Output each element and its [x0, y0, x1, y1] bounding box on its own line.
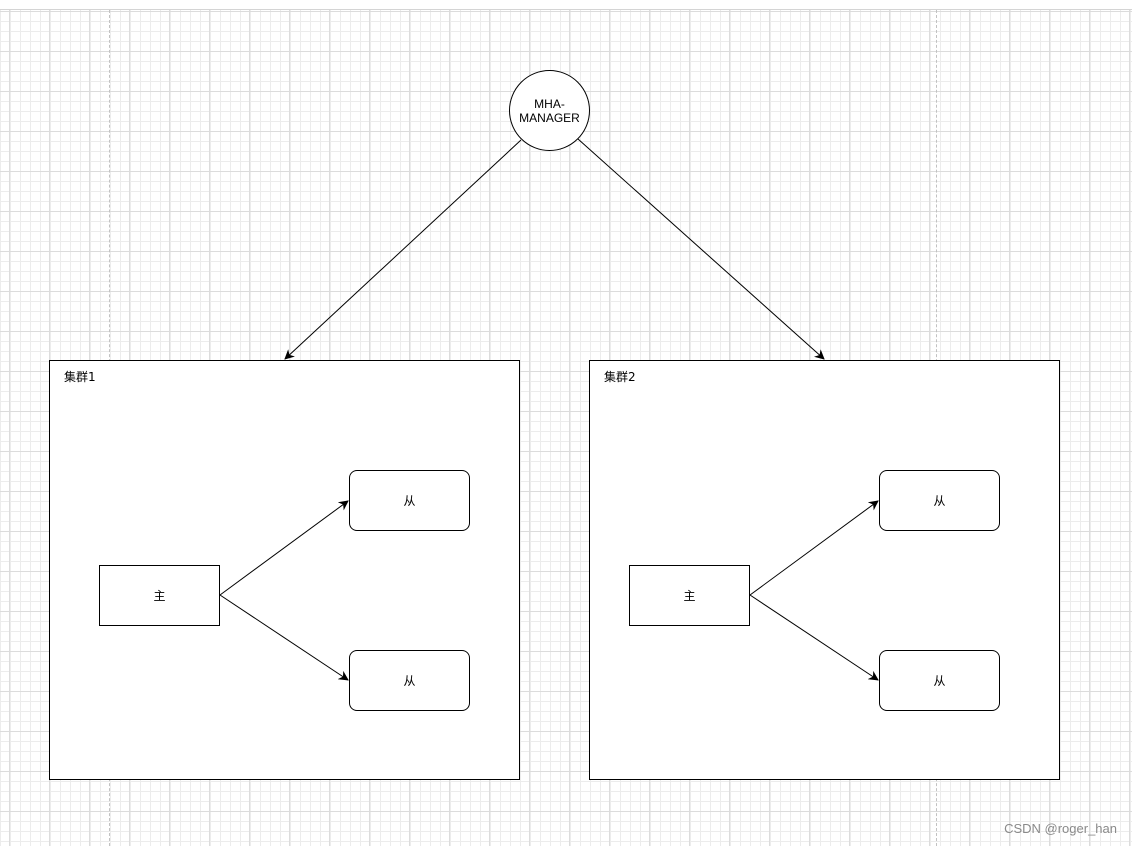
master-to-slave-arrow[interactable]	[749, 500, 879, 596]
watermark-text: CSDN @roger_han	[1004, 821, 1117, 836]
node-label: 从	[403, 674, 416, 688]
manager-label-line2: MANAGER	[519, 110, 580, 125]
master-to-slave-arrow[interactable]	[219, 594, 349, 681]
cluster-title: 集群2	[604, 370, 636, 384]
master-node[interactable]: 主	[99, 565, 220, 626]
node-label: 主	[153, 589, 166, 603]
slave-node[interactable]: 从	[349, 650, 470, 711]
mha-manager-node[interactable]: MHA- MANAGER	[509, 70, 590, 151]
node-label: 从	[403, 494, 416, 508]
node-label: 从	[933, 674, 946, 688]
manager-label-line1: MHA-	[534, 96, 565, 111]
master-to-slave-arrow[interactable]	[219, 500, 349, 596]
node-label: 从	[933, 494, 946, 508]
manager-to-cluster-1-arrow[interactable]	[284, 139, 522, 360]
slave-node[interactable]: 从	[349, 470, 470, 531]
slave-node[interactable]: 从	[879, 470, 1000, 531]
cluster-title: 集群1	[64, 370, 96, 384]
master-to-slave-arrow[interactable]	[749, 594, 879, 681]
manager-to-cluster-2-arrow[interactable]	[577, 138, 825, 360]
slave-node[interactable]: 从	[879, 650, 1000, 711]
node-label: 主	[683, 589, 696, 603]
master-node[interactable]: 主	[629, 565, 750, 626]
canvas-top-border	[0, 0, 1132, 10]
